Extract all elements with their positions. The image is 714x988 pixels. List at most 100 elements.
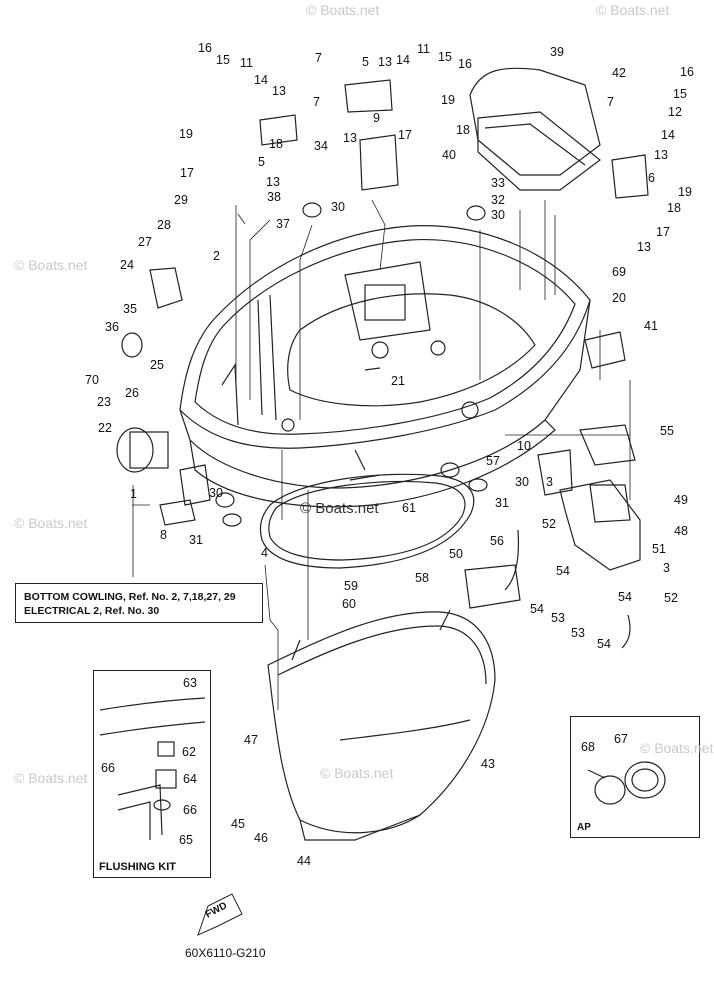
- callout-13: 13: [272, 84, 286, 98]
- flushing-kit-inset: FLUSHING KIT: [93, 670, 211, 878]
- ap-label: AP: [577, 822, 591, 833]
- callout-55: 55: [660, 424, 674, 438]
- callout-16: 16: [458, 57, 472, 71]
- callout-38: 38: [267, 190, 281, 204]
- callout-21: 21: [391, 374, 405, 388]
- callout-7: 7: [607, 95, 614, 109]
- callout-30: 30: [491, 208, 505, 222]
- callout-11: 11: [240, 56, 253, 70]
- callout-47: 47: [244, 733, 258, 747]
- callout-31: 31: [495, 496, 509, 510]
- ap-clamp-parts: [587, 761, 666, 805]
- callout-27: 27: [138, 235, 152, 249]
- watermark-center: © Boats.net: [300, 500, 379, 517]
- callout-30: 30: [515, 475, 529, 489]
- callout-7: 7: [313, 95, 320, 109]
- callout-48: 48: [674, 524, 688, 538]
- callout-39: 39: [550, 45, 564, 59]
- callout-5: 5: [362, 55, 369, 69]
- callout-15: 15: [438, 50, 452, 64]
- callout-33: 33: [491, 176, 505, 190]
- callout-46: 46: [254, 831, 268, 845]
- callout-70: 70: [85, 373, 99, 387]
- watermark-right-top: © Boats.net: [596, 2, 670, 18]
- callout-11: 11: [417, 42, 430, 56]
- callout-49: 49: [674, 493, 688, 507]
- callout-8: 8: [160, 528, 167, 542]
- callout-58: 58: [415, 571, 429, 585]
- callout-52: 52: [664, 591, 678, 605]
- callout-5: 5: [258, 155, 265, 169]
- callout-54: 54: [530, 602, 544, 616]
- reference-note: BOTTOM COWLING, Ref. No. 2, 7,18,27, 29 …: [15, 583, 263, 623]
- callout-13: 13: [343, 131, 357, 145]
- callout-19: 19: [179, 127, 193, 141]
- callout-4: 4: [261, 546, 268, 560]
- callout-19: 19: [678, 185, 692, 199]
- callout-24: 24: [120, 258, 134, 272]
- callout-9: 9: [373, 111, 380, 125]
- fwd-arrow: [197, 893, 243, 936]
- callout-63: 63: [183, 676, 197, 690]
- callout-13: 13: [637, 240, 651, 254]
- callout-6: 6: [648, 171, 655, 185]
- callout-37: 37: [276, 217, 290, 231]
- callout-51: 51: [652, 542, 666, 556]
- callout-14: 14: [661, 128, 675, 142]
- callout-57: 57: [486, 454, 500, 468]
- callout-13: 13: [654, 148, 668, 162]
- callout-67: 67: [614, 732, 628, 746]
- seal-shape: [259, 473, 475, 569]
- callout-42: 42: [612, 66, 626, 80]
- callout-23: 23: [97, 395, 111, 409]
- callout-14: 14: [396, 53, 410, 67]
- callout-18: 18: [667, 201, 681, 215]
- bracket-shapes: [116, 79, 649, 649]
- callout-60: 60: [342, 597, 356, 611]
- callout-54: 54: [597, 637, 611, 651]
- callout-34: 34: [314, 139, 328, 153]
- callout-64: 64: [183, 772, 197, 786]
- callout-66: 66: [183, 803, 197, 817]
- callout-53: 53: [571, 626, 585, 640]
- note-line-2: ELECTRICAL 2, Ref. No. 30: [24, 605, 160, 617]
- callout-54: 54: [618, 590, 632, 604]
- callout-25: 25: [150, 358, 164, 372]
- callout-69: 69: [612, 265, 626, 279]
- watermark-top: © Boats.net: [306, 2, 380, 18]
- note-line-1: BOTTOM COWLING, Ref. No. 2, 7,18,27, 29: [24, 591, 236, 603]
- callout-28: 28: [157, 218, 171, 232]
- callout-45: 45: [231, 817, 245, 831]
- callout-54: 54: [556, 564, 570, 578]
- watermark-center-low: © Boats.net: [320, 765, 394, 781]
- callout-13: 13: [378, 55, 392, 69]
- flushing-kit-label: FLUSHING KIT: [99, 861, 176, 873]
- callout-15: 15: [673, 87, 687, 101]
- top-plate-shape: [469, 67, 601, 191]
- callout-32: 32: [491, 193, 505, 207]
- callout-36: 36: [105, 320, 119, 334]
- callout-1: 1: [130, 487, 137, 501]
- callout-3: 3: [663, 561, 670, 575]
- callout-31: 31: [189, 533, 203, 547]
- callout-14: 14: [254, 73, 268, 87]
- callout-20: 20: [612, 291, 626, 305]
- leader-lines: [132, 199, 631, 710]
- callout-10: 10: [517, 439, 531, 453]
- callout-62: 62: [182, 745, 196, 759]
- callout-59: 59: [344, 579, 358, 593]
- callout-7: 7: [315, 51, 322, 65]
- callout-56: 56: [490, 534, 504, 548]
- callout-44: 44: [297, 854, 311, 868]
- callout-41: 41: [644, 319, 658, 333]
- watermark-left-3: © Boats.net: [14, 770, 88, 786]
- callout-16: 16: [198, 41, 212, 55]
- callout-13: 13: [266, 175, 280, 189]
- callout-35: 35: [123, 302, 137, 316]
- callout-12: 12: [668, 105, 682, 119]
- callout-2: 2: [213, 249, 220, 263]
- callout-17: 17: [180, 166, 194, 180]
- callout-43: 43: [481, 757, 495, 771]
- callout-17: 17: [398, 128, 412, 142]
